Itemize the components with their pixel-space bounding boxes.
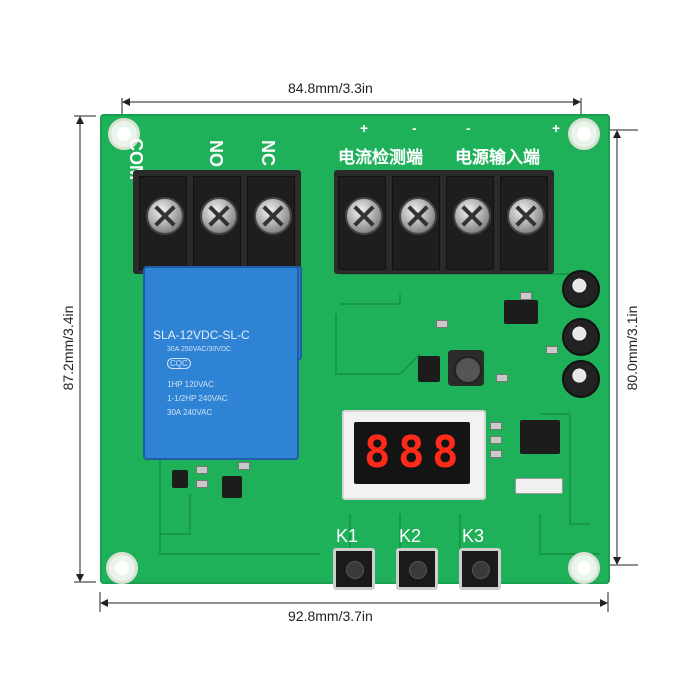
relay-line-4: 30A 240VAC bbox=[167, 408, 213, 417]
screw-nc[interactable] bbox=[254, 197, 292, 235]
smd-cap-1 bbox=[436, 320, 448, 328]
ic-microcontroller bbox=[520, 420, 560, 454]
program-header bbox=[515, 478, 563, 494]
inductor bbox=[448, 350, 484, 386]
mounting-hole-bottom-left bbox=[106, 552, 138, 584]
smd-cap-3 bbox=[490, 422, 502, 430]
terminal-power-minus bbox=[446, 176, 494, 270]
capacitor-1 bbox=[562, 270, 600, 308]
smd-cap-2 bbox=[520, 292, 532, 300]
display-digit-3: 8 bbox=[432, 427, 459, 478]
capacitor-3 bbox=[562, 360, 600, 398]
relay-model: SLA-12VDC-SL-C bbox=[153, 328, 250, 342]
mounting-hole-bottom-right bbox=[568, 552, 600, 584]
smd-resistor-1 bbox=[196, 466, 208, 474]
mounting-hole-top-right bbox=[568, 118, 600, 150]
relay-terminal-block bbox=[133, 170, 301, 274]
dimension-bottom-label: 92.8mm/3.7in bbox=[288, 608, 373, 624]
label-plus-current: + bbox=[360, 120, 369, 136]
label-plus-power: + bbox=[552, 120, 561, 136]
button-k3[interactable] bbox=[459, 548, 501, 590]
screw-current-plus[interactable] bbox=[345, 197, 383, 235]
input-terminal-block bbox=[334, 170, 554, 274]
button-k1[interactable] bbox=[333, 548, 375, 590]
dimension-right-label: 80.0mm/3.1in bbox=[624, 305, 640, 391]
label-no: NO bbox=[206, 140, 226, 167]
relay-line-2: 1HP 120VAC bbox=[167, 380, 214, 389]
smd-resistor-2 bbox=[196, 480, 208, 488]
ic-regulator bbox=[504, 300, 538, 324]
screw-power-plus[interactable] bbox=[507, 197, 545, 235]
label-current-detect: 电流检测端 bbox=[338, 148, 423, 168]
screw-current-minus[interactable] bbox=[399, 197, 437, 235]
smd-cap-7 bbox=[496, 374, 508, 382]
label-k1: K1 bbox=[336, 526, 359, 546]
smd-cap-4 bbox=[490, 436, 502, 444]
button-k2[interactable] bbox=[396, 548, 438, 590]
transistor-2 bbox=[222, 476, 242, 498]
label-nc: NC bbox=[258, 140, 278, 166]
display-face: 8 8 8 bbox=[354, 422, 470, 484]
label-k2: K2 bbox=[399, 526, 422, 546]
relay-cqc-mark: CQC bbox=[167, 358, 191, 369]
label-k3: K3 bbox=[462, 526, 485, 546]
relay-line-3: 1-1/2HP 240VAC bbox=[167, 394, 228, 403]
capacitor-2 bbox=[562, 318, 600, 356]
screw-no[interactable] bbox=[200, 197, 238, 235]
terminal-nc bbox=[247, 176, 295, 270]
smd-cap-5 bbox=[490, 450, 502, 458]
relay-rating: 30A 250VAC/30VDC bbox=[167, 346, 232, 353]
smd-resistor-3 bbox=[238, 462, 250, 470]
display-digit-2: 8 bbox=[398, 427, 425, 478]
dimension-left-label: 87.2mm/3.4in bbox=[60, 305, 76, 391]
terminal-current-minus bbox=[392, 176, 440, 270]
label-power-input: 电源输入端 bbox=[455, 148, 540, 168]
screw-power-minus[interactable] bbox=[453, 197, 491, 235]
relay: SLA-12VDC-SL-C 30A 250VAC/30VDC CQC 1HP … bbox=[143, 266, 299, 460]
terminal-current-plus bbox=[338, 176, 386, 270]
terminal-no bbox=[193, 176, 241, 270]
transistor-1 bbox=[172, 470, 188, 488]
screw-com[interactable] bbox=[146, 197, 184, 235]
label-minus-current: - bbox=[412, 120, 417, 136]
mounting-hole-top-left bbox=[108, 118, 140, 150]
label-minus-power: - bbox=[466, 120, 471, 136]
smd-cap-6 bbox=[546, 346, 558, 354]
ic-mosfet bbox=[418, 356, 440, 382]
seven-segment-display: 8 8 8 bbox=[342, 410, 486, 500]
dimension-top-label: 84.8mm/3.3in bbox=[288, 80, 373, 96]
display-digit-1: 8 bbox=[364, 427, 391, 478]
terminal-power-plus bbox=[500, 176, 548, 270]
terminal-com bbox=[139, 176, 187, 270]
